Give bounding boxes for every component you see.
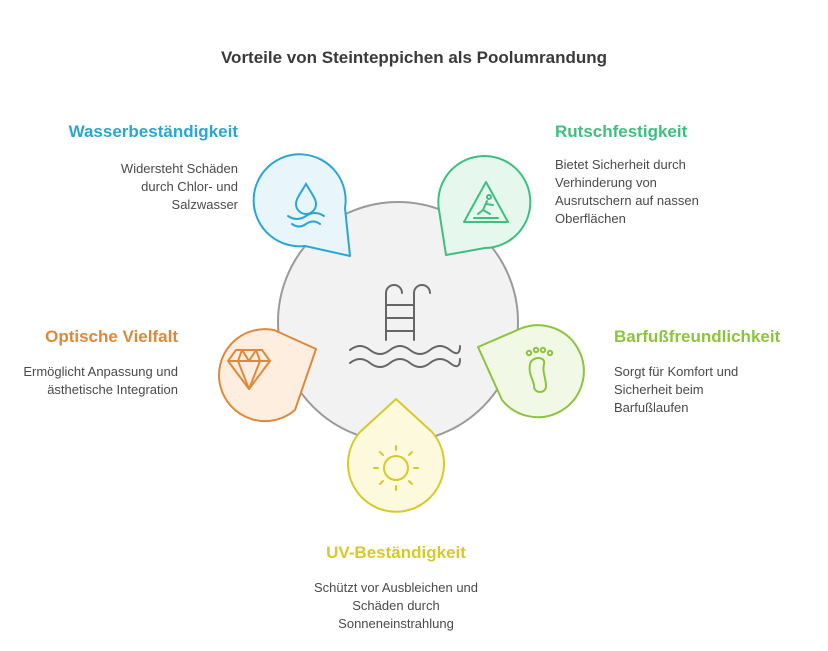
benefit-heading-optik: Optische Vielfalt — [45, 327, 178, 346]
benefit-pin-rutsch — [437, 155, 532, 256]
diagram-title: Vorteile von Steinteppichen als Poolumra… — [220, 48, 607, 67]
water-drop-icon — [287, 182, 325, 228]
pool-ladder-icon — [349, 284, 461, 368]
benefit-heading-wasser: Wasserbeständigkeit — [68, 122, 238, 141]
benefit-desc-optik: Ermöglicht Anpassung und ästhetische Int… — [23, 364, 178, 397]
benefit-pin-wasser — [252, 153, 351, 257]
benefit-heading-uv: UV-Beständigkeit — [326, 543, 466, 562]
benefit-desc-wasser: Widersteht Schäden durch Chlor- und Salz… — [120, 161, 238, 212]
benefit-heading-rutsch: Rutschfestigkeit — [555, 122, 688, 141]
benefit-pin-uv — [347, 398, 445, 513]
diamond-icon — [227, 349, 271, 390]
benefit-pin-optik — [218, 328, 317, 423]
benefit-heading-barfuss: Barfußfreundlichkeit — [614, 327, 781, 346]
slip-warning-icon — [463, 181, 509, 223]
benefit-desc-rutsch: Bietet Sicherheit durch Verhinderung von… — [555, 157, 699, 226]
sun-icon — [373, 445, 419, 491]
benefit-desc-barfuss: Sorgt für Komfort und Sicherheit beim Ba… — [614, 364, 739, 415]
benefit-pin-barfuss — [477, 324, 585, 419]
benefit-desc-uv: Schützt vor Ausbleichen und Schäden durc… — [313, 580, 479, 631]
footprint-icon — [525, 346, 554, 393]
